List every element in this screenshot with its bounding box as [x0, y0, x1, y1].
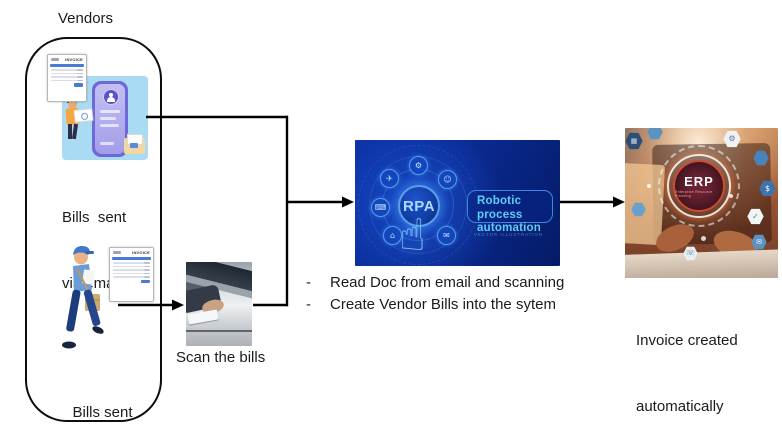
- invoice-title: INVOICE: [65, 57, 83, 62]
- laptop-icon: ⌨: [371, 198, 390, 217]
- vendors-container: [25, 37, 162, 422]
- home-icon: ⌂: [383, 226, 402, 245]
- erp-badge-subtitle: Enterprise Resource Planning: [675, 189, 713, 198]
- rpa-label-box: Robotic process automation: [467, 190, 553, 234]
- phone-icon: [92, 81, 128, 157]
- robotic-hand-icon: ☝: [399, 210, 426, 261]
- arrowhead-erp: [613, 196, 625, 208]
- phone-hex-icon: ☏: [683, 246, 698, 261]
- note-item: - Create Vendor Bills into the sytem: [306, 294, 564, 316]
- chart-hex-icon: ▦: [625, 132, 643, 150]
- mail-parcel-icon: [124, 134, 145, 154]
- vendors-label: Vendors: [58, 10, 114, 27]
- plane-icon: ✈: [380, 169, 399, 188]
- rpa-watermark: VECTOR ILLUSTRATION: [474, 232, 543, 237]
- physical-caption: Bills sent physically: [40, 358, 165, 430]
- scan-bills-photo: [186, 262, 252, 346]
- note-text: Read Doc from email and scanning: [330, 274, 565, 291]
- invoice-logo-bar: [51, 58, 59, 61]
- card-icon: [73, 108, 94, 123]
- avatar-icon: [103, 89, 119, 105]
- scan-caption: Scan the bills: [176, 349, 266, 366]
- wrench-icon: ⚙: [409, 156, 428, 175]
- courier-icon: [62, 246, 104, 349]
- arrowhead-rpa: [342, 196, 354, 208]
- bullet-dash: -: [306, 296, 311, 313]
- erp-photo: ERP Enterprise Resource Planning ▦ ⚙ $ ✓…: [625, 128, 778, 278]
- rpa-label-line2: automation: [477, 222, 541, 235]
- rpa-photo: ⚙ ✈ ☺ ⌨ ⌂ ✉ RPA Robotic process automati…: [355, 140, 560, 266]
- gear-hex-icon: ⚙: [723, 130, 741, 148]
- scanner-base-icon: [186, 328, 252, 346]
- invoice-title: INVOICE: [132, 250, 150, 255]
- rpa-label-line1: Robotic process: [477, 195, 523, 221]
- rpa-notes: - Read Doc from email and scanning - Cre…: [306, 272, 564, 316]
- result-caption-line1: Invoice created: [636, 332, 738, 349]
- result-caption: Invoice created automatically: [636, 286, 738, 430]
- physical-caption-line1: Bills sent: [72, 404, 133, 421]
- bills-via-email-illustration: [62, 76, 148, 160]
- erp-badge: ERP Enterprise Resource Planning: [673, 160, 725, 212]
- rpa-badge: RPA: [398, 185, 440, 227]
- result-caption-line2: automatically: [636, 398, 724, 415]
- laptop-keyboard-icon: [625, 249, 778, 278]
- note-item: - Read Doc from email and scanning: [306, 272, 564, 294]
- mail-hex-icon: ✉: [751, 234, 767, 250]
- arrowhead-scan: [172, 299, 184, 311]
- check-hex-icon: ✓: [747, 208, 764, 225]
- email-caption-line1: Bills sent: [62, 209, 127, 226]
- package-icon: [82, 269, 95, 285]
- invoice-icon: INVOICE: [109, 247, 154, 302]
- cart-icon: ✉: [437, 226, 456, 245]
- erp-badge-text: ERP: [684, 173, 714, 189]
- dollar-hex-icon: $: [759, 180, 776, 197]
- robot-icon: ☺: [438, 170, 457, 189]
- note-text: Create Vendor Bills into the sytem: [330, 296, 556, 313]
- bullet-dash: -: [306, 274, 311, 291]
- invoice-icon: INVOICE: [47, 54, 87, 102]
